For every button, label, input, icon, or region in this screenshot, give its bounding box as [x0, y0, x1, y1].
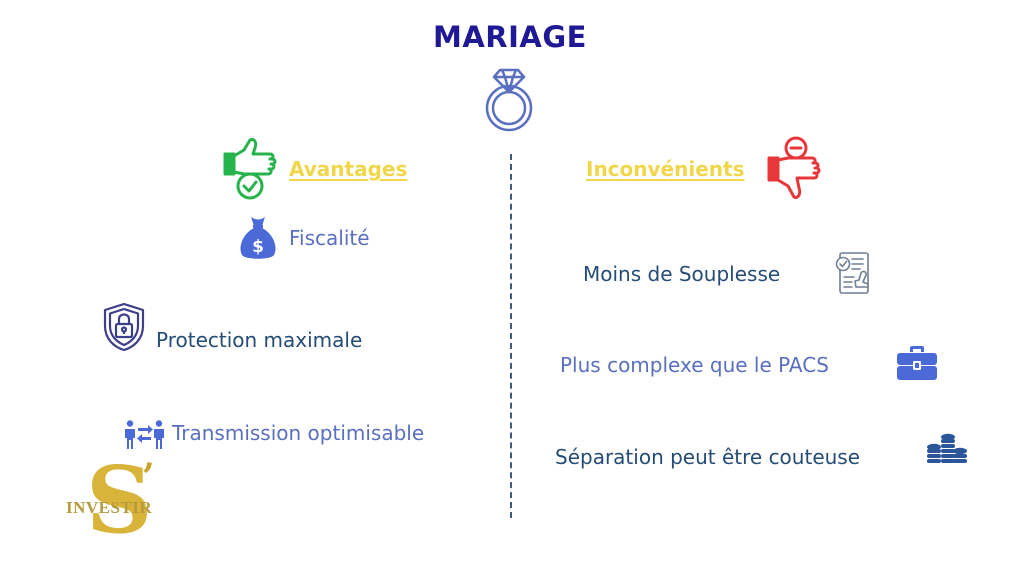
ring-icon [482, 66, 536, 132]
document-stamp-icon [834, 251, 872, 295]
column-divider [510, 154, 512, 518]
svg-text:$: $ [252, 237, 264, 257]
thumbs-down-minus-icon [766, 136, 824, 204]
people-transfer-icon [124, 420, 166, 450]
coins-stack-icon [926, 433, 968, 465]
thumbs-up-check-icon [222, 136, 280, 202]
shield-lock-icon [102, 302, 146, 352]
advantage-item-fiscalite: Fiscalité [289, 226, 370, 250]
logo-apostrophe: ’ [142, 456, 155, 498]
disadvantage-item-souplesse: Moins de Souplesse [583, 262, 781, 286]
disadvantage-item-complexe: Plus complexe que le PACS [560, 353, 829, 377]
logo-text: INVESTIR [66, 498, 153, 517]
advantage-item-transmission: Transmission optimisable [172, 421, 425, 445]
money-bag-icon: $ [238, 214, 278, 262]
briefcase-icon [896, 345, 938, 381]
sinvestir-logo: S ’ INVESTIR [62, 454, 162, 556]
disadvantages-heading: Inconvénients [586, 157, 745, 181]
logo-letter: S [86, 446, 153, 554]
advantage-item-protection: Protection maximale [156, 328, 363, 352]
advantages-heading: Avantages [289, 157, 408, 181]
disadvantage-item-separation: Séparation peut être couteuse [555, 445, 861, 469]
page-title: MARIAGE [433, 20, 587, 54]
